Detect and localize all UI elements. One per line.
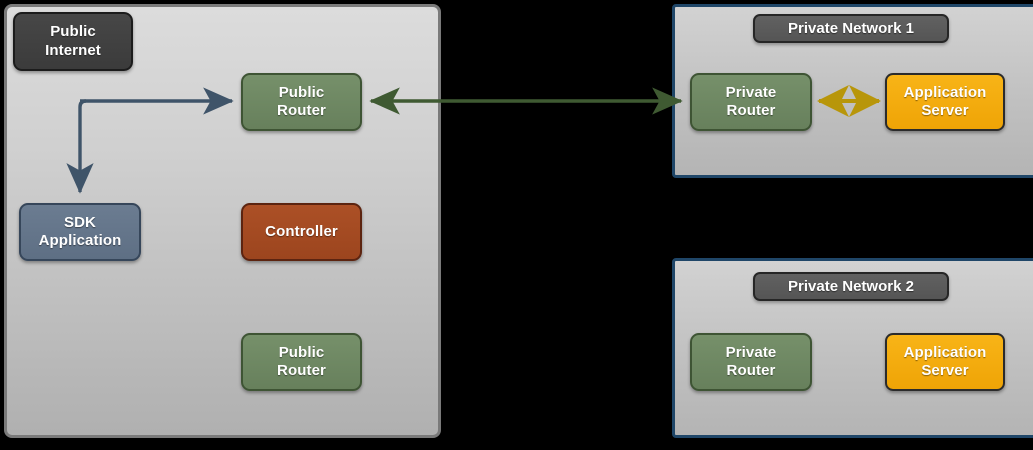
node-sdk-application-label: SDK Application <box>38 213 122 249</box>
node-public-router-bottom-label: Public Router <box>277 343 326 379</box>
node-public-router-bottom[interactable]: Public Router <box>241 333 362 391</box>
node-public-router-top-label: Public Router <box>277 83 326 119</box>
private-network-1-title: Private Network 1 <box>788 20 914 37</box>
private-network-2-title: Private Network 2 <box>788 278 914 295</box>
private-network-1-title-badge: Private Network 1 <box>753 14 949 43</box>
node-private-network-1-private-router-label: Private Router <box>725 83 777 119</box>
node-private-network-2-application-server[interactable]: Application Server <box>885 333 1005 391</box>
node-private-network-1-private-router[interactable]: Private Router <box>690 73 812 131</box>
node-sdk-application[interactable]: SDK Application <box>19 203 141 261</box>
node-private-network-2-private-router-label: Private Router <box>725 343 777 379</box>
node-public-router-top[interactable]: Public Router <box>241 73 362 131</box>
node-controller-label: Controller <box>265 222 338 240</box>
node-private-network-1-application-server-label: Application Server <box>903 83 987 119</box>
private-network-2-title-badge: Private Network 2 <box>753 272 949 301</box>
node-private-network-1-application-server[interactable]: Application Server <box>885 73 1005 131</box>
node-controller[interactable]: Controller <box>241 203 362 261</box>
node-private-network-2-private-router[interactable]: Private Router <box>690 333 812 391</box>
node-public-internet-label: Public Internet <box>45 23 101 59</box>
node-public-internet[interactable]: Public Internet <box>13 12 133 71</box>
node-private-network-2-application-server-label: Application Server <box>903 343 987 379</box>
